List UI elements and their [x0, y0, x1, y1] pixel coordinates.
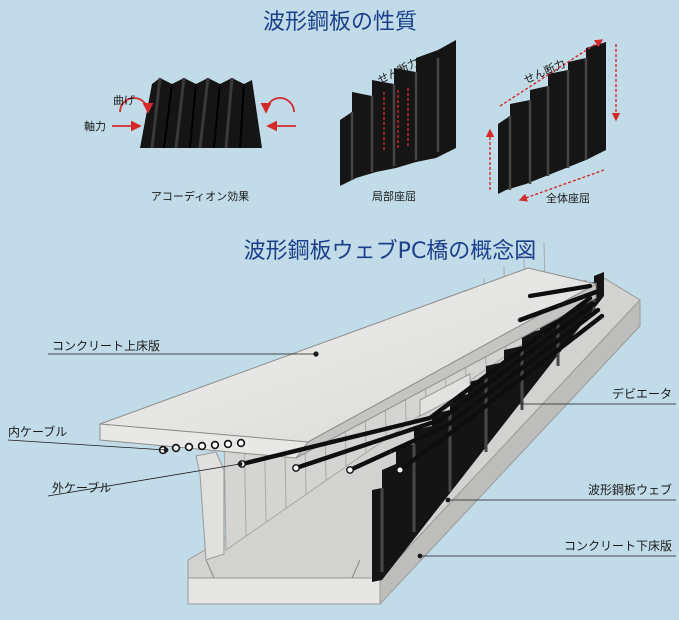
fig3-caption: 全体座屈	[546, 191, 590, 205]
accordion-effect-figure: 曲げ 軸力 アコーディオン効果	[84, 77, 296, 203]
axial-label: 軸力	[84, 119, 106, 133]
web-panel-global-shape	[498, 42, 606, 194]
bend-arrow-right-icon	[260, 97, 295, 114]
global-buckling-figure: せん断力 全体座屈	[485, 39, 621, 205]
bend-arrow-left-icon	[119, 97, 154, 114]
bridge-girder-figure	[99, 241, 641, 606]
local-buckling-figure: せん断力 局部座屈	[340, 40, 456, 203]
callout-leaders	[7, 351, 676, 559]
fig2-caption: 局部座屈	[372, 189, 416, 203]
callout-corrugated-web: 波形鋼板ウェブ	[588, 482, 672, 497]
section1-title: 波形鋼板の性質	[263, 10, 417, 35]
callout-inner-cable: 内ケーブル	[8, 424, 67, 439]
inner-cable-ducts	[158, 438, 246, 455]
section2-title: 波形鋼板ウェブPC橋の概念図	[244, 239, 537, 264]
external-cables	[239, 283, 605, 473]
callout-outer-cable: 外ケーブル	[52, 480, 111, 495]
callout-lower-slab: コンクリート下床版	[564, 539, 672, 553]
callout-deviator: デビエータ	[612, 386, 672, 401]
callout-upper-slab: コンクリート上床版	[52, 339, 160, 353]
bend-label: 曲げ	[113, 94, 135, 107]
fig1-caption: アコーディオン効果	[151, 189, 249, 203]
